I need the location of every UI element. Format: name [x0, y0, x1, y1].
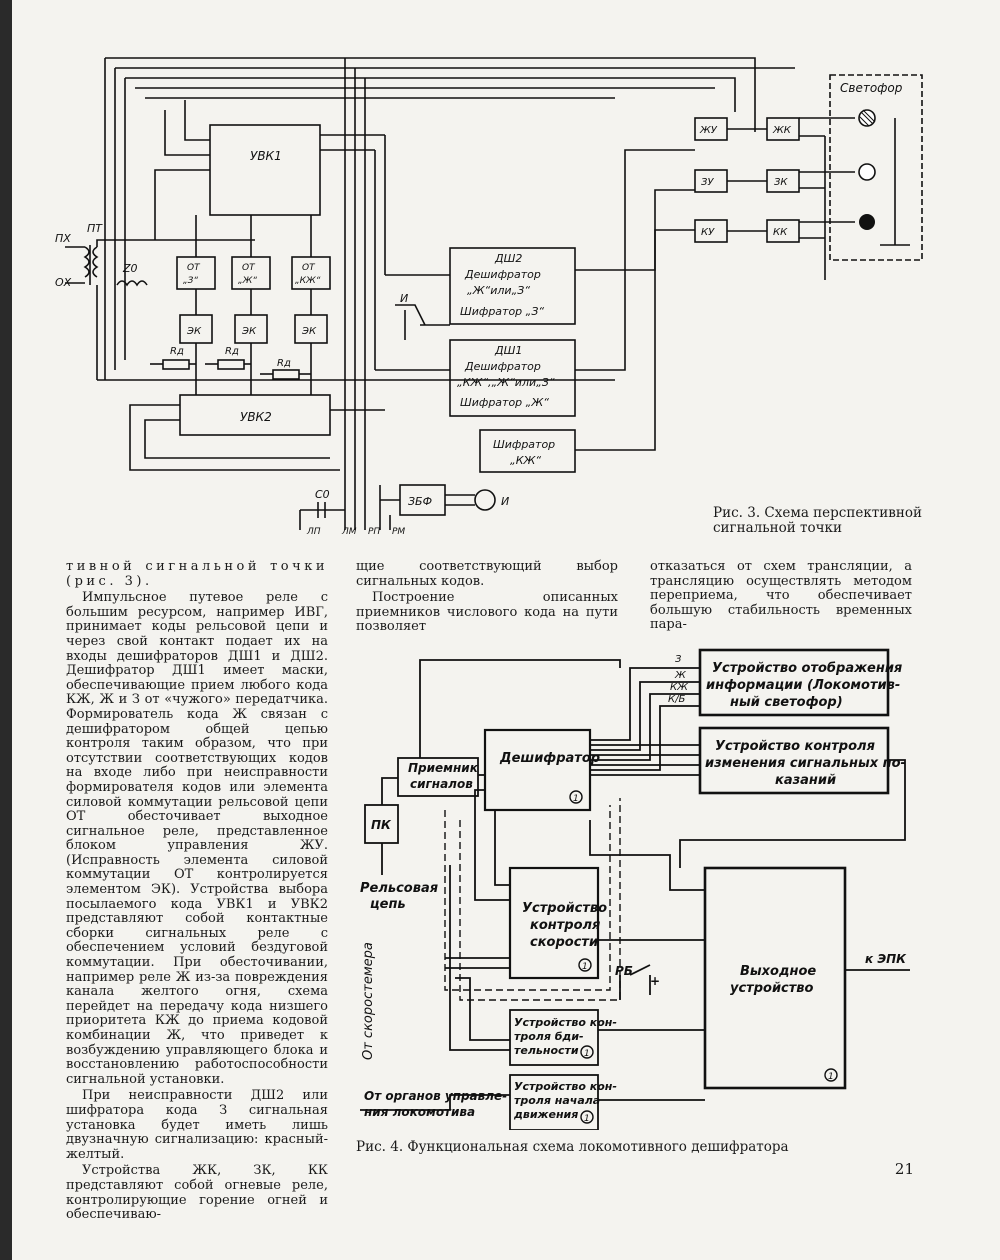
- mark-1b: 1: [582, 962, 588, 972]
- decoder-label: Дешифратор: [499, 751, 600, 766]
- output-l1: Выходное: [740, 964, 816, 979]
- ot-z-l2: „З“: [183, 276, 198, 286]
- zhu-label: ЖУ: [699, 125, 718, 136]
- plus-label: +: [650, 974, 660, 988]
- ox-label: ОХ: [55, 276, 72, 289]
- dsh2-l2: Дешифратор: [464, 268, 541, 281]
- signal-z: З: [675, 654, 682, 665]
- mark-1a: 1: [573, 794, 579, 804]
- rail-l1: Рельсовая: [360, 881, 438, 896]
- dsh2-l4: Шифратор „З“: [460, 305, 544, 318]
- c0-label: C0: [315, 488, 330, 501]
- figure-3-caption: Рис. 3. Схема перспективной сигнальной т…: [713, 505, 922, 536]
- ctrl-change-l1: Устройство контроля: [715, 739, 875, 754]
- ot-zh-l1: ОТ: [242, 263, 256, 273]
- uvk1-label: УВК1: [250, 149, 282, 163]
- lamp-i-label: И: [501, 495, 509, 508]
- signal-kb: К/Б: [668, 694, 685, 705]
- ek-label-2: ЭК: [241, 326, 257, 337]
- ek-label-1: ЭК: [186, 326, 202, 337]
- signal-kzh: КЖ: [670, 682, 689, 693]
- col1-para-2: Импульсное путевое реле с большим ресурс…: [66, 590, 328, 1087]
- i-switch-label: И: [400, 292, 408, 305]
- dsh1-l1: ДШ1: [494, 344, 522, 357]
- col3-para-1: отказаться от схем трансляции, а трансля…: [650, 559, 912, 633]
- rd-label-3: Rд: [277, 358, 291, 369]
- col1-para-3: При неисправности ДШ2 или шифратора кода…: [66, 1088, 328, 1162]
- ot-zh-l2: „Ж“: [238, 276, 257, 286]
- svetofor-label: Светофор: [840, 81, 903, 95]
- figure-4-caption: Рис. 4. Функциональная схема локомотивно…: [356, 1139, 789, 1155]
- lm-label: ЛМ: [341, 527, 357, 537]
- rb-label: РБ: [615, 964, 633, 978]
- ek-label-3: ЭК: [301, 326, 317, 337]
- ctrl-change-l3: казаний: [775, 773, 836, 788]
- motion-l2: троля начала: [514, 1094, 600, 1107]
- ot-kzh-l2: „КЖ“: [295, 276, 321, 286]
- from-controls-l2: ния локомотива: [364, 1105, 475, 1119]
- pk-label: ПК: [371, 818, 392, 832]
- pt-label: ПТ: [87, 222, 103, 235]
- zbf-label: ЗБФ: [408, 495, 432, 508]
- display-l3: ный светофор): [730, 695, 843, 710]
- vigil-l1: Устройство кон-: [514, 1016, 617, 1029]
- mark-1e: 1: [584, 1114, 590, 1124]
- display-l2: информации (Локомотив-: [706, 678, 900, 693]
- dsh1-l2: Дешифратор: [464, 360, 541, 373]
- dsh1-l3: „КЖ“,„Ж“или„З“: [457, 376, 555, 389]
- text-column-2: щие соответствующий выбор сигнальных код…: [356, 559, 618, 637]
- dsh2-l1: ДШ2: [494, 252, 522, 265]
- rail-l2: цепь: [370, 897, 406, 912]
- from-controls-l1: От органов управле-: [364, 1089, 507, 1103]
- to-epk-label: к ЭПК: [865, 952, 907, 966]
- z0-label: Z0: [122, 262, 138, 275]
- zhk-label: ЖК: [772, 125, 792, 136]
- kk-label: КК: [773, 227, 788, 238]
- ot-z-l1: ОТ: [187, 263, 201, 273]
- dsh1-l4: Шифратор „Ж“: [460, 396, 549, 409]
- col2-para-2: Построение описанных приемников числовог…: [356, 590, 618, 635]
- page-number: 21: [894, 1160, 914, 1178]
- figure-4-diagram: Устройство отображения информации (Локом…: [360, 648, 910, 1130]
- receiver-l2: сигналов: [410, 777, 473, 791]
- from-speedometer-label: От скоростемера: [361, 942, 376, 1060]
- shifr-kzh-l1: Шифратор: [493, 438, 555, 451]
- lp-label: ЛП: [306, 527, 321, 537]
- ctrl-change-l2: изменения сигнальных по-: [705, 756, 906, 771]
- uvk2-label: УВК2: [240, 410, 272, 424]
- speed-l1: Устройство: [522, 901, 607, 916]
- mark-1d: 1: [584, 1049, 590, 1059]
- dsh2-l3: „Ж“или„З“: [467, 284, 530, 297]
- display-l1: Устройство отображения: [712, 661, 902, 676]
- figure-3-diagram: Светофор УВК1 УВК2 ПХ ОХ ПТ Z0 ОТ „З“ ОТ…: [55, 57, 923, 537]
- col2-para-1: щие соответствующий выбор сигнальных код…: [356, 559, 618, 589]
- rd-label-1: Rд: [170, 346, 184, 357]
- ku-label: КУ: [701, 227, 715, 238]
- ot-kzh-l1: ОТ: [302, 263, 316, 273]
- text-column-1: тивной сигнальной точки (рис. 3). Импуль…: [66, 559, 328, 1225]
- col1-para-1: тивной сигнальной точки (рис. 3).: [66, 559, 328, 589]
- zk-label: ЗК: [774, 177, 788, 188]
- output-l2: устройство: [730, 981, 814, 996]
- mark-1c: 1: [828, 1072, 834, 1082]
- px-label: ПХ: [55, 232, 71, 245]
- motion-l3: движения: [513, 1108, 578, 1121]
- vigil-l2: троля бди-: [514, 1030, 584, 1043]
- scan-edge: [0, 0, 12, 1260]
- receiver-l1: Приемник: [408, 761, 479, 775]
- speed-l2: контроля: [530, 918, 600, 933]
- motion-l1: Устройство кон-: [514, 1080, 617, 1093]
- zu-label: ЗУ: [701, 177, 714, 188]
- text-column-3: отказаться от схем трансляции, а трансля…: [650, 559, 912, 635]
- shifr-kzh-l2: „КЖ“: [510, 454, 541, 467]
- signal-zh: Ж: [674, 670, 687, 681]
- rm-label: РМ: [392, 527, 405, 537]
- vigil-l3: тельности: [514, 1044, 579, 1057]
- col1-para-4: Устройства ЖК, ЗК, КК представляют собой…: [66, 1163, 328, 1223]
- rd-label-2: Rд: [225, 346, 239, 357]
- speed-l3: скорости: [530, 935, 598, 950]
- rp-label: РП: [368, 527, 380, 537]
